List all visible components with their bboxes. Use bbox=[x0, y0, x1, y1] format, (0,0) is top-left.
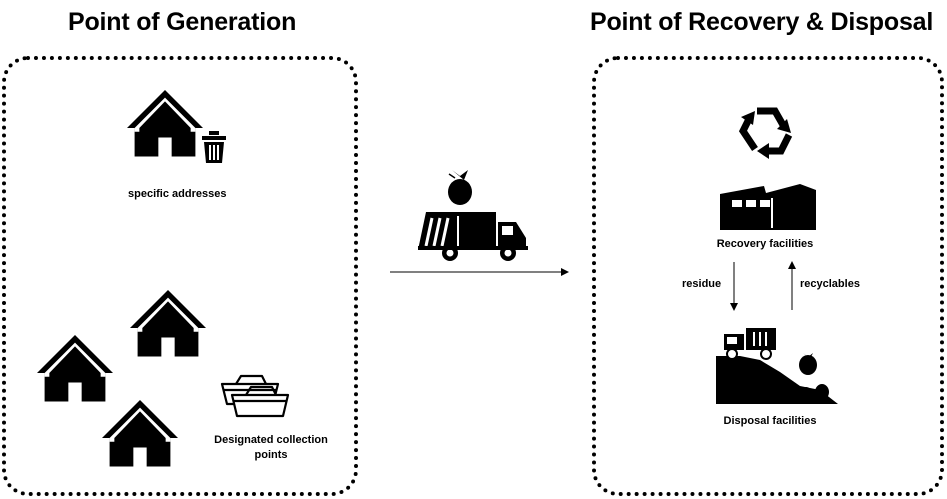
collection-points-label-line1: Designated collection bbox=[214, 434, 328, 446]
collection-points-label-line2: points bbox=[254, 449, 288, 461]
recovery-facilities-label: Recovery facilities bbox=[716, 238, 814, 250]
garbage-bag-icon bbox=[448, 170, 472, 205]
disposal-facilities-label: Disposal facilities bbox=[723, 415, 817, 427]
generation-panel bbox=[2, 56, 358, 496]
recovery-panel bbox=[592, 56, 944, 496]
garbage-truck-icon bbox=[418, 212, 528, 261]
landfill-icon bbox=[716, 328, 838, 404]
residue-label: residue bbox=[682, 278, 722, 290]
house-icon bbox=[127, 90, 203, 157]
recovery-title: Point of Recovery & Disposal bbox=[590, 8, 934, 36]
house-icon bbox=[102, 400, 178, 467]
house-icon bbox=[37, 335, 113, 402]
skip-container-icon bbox=[220, 374, 290, 418]
generation-title: Point of Generation bbox=[68, 8, 297, 36]
house-icon bbox=[130, 290, 206, 357]
recycle-icon bbox=[738, 107, 793, 159]
recyclables-label: recyclables bbox=[800, 278, 860, 290]
collection-points-label: Designated collection points bbox=[196, 434, 346, 461]
specific-addresses-label: specific addresses bbox=[128, 188, 227, 200]
factory-icon bbox=[720, 184, 816, 230]
trash-bin-icon bbox=[202, 131, 226, 163]
